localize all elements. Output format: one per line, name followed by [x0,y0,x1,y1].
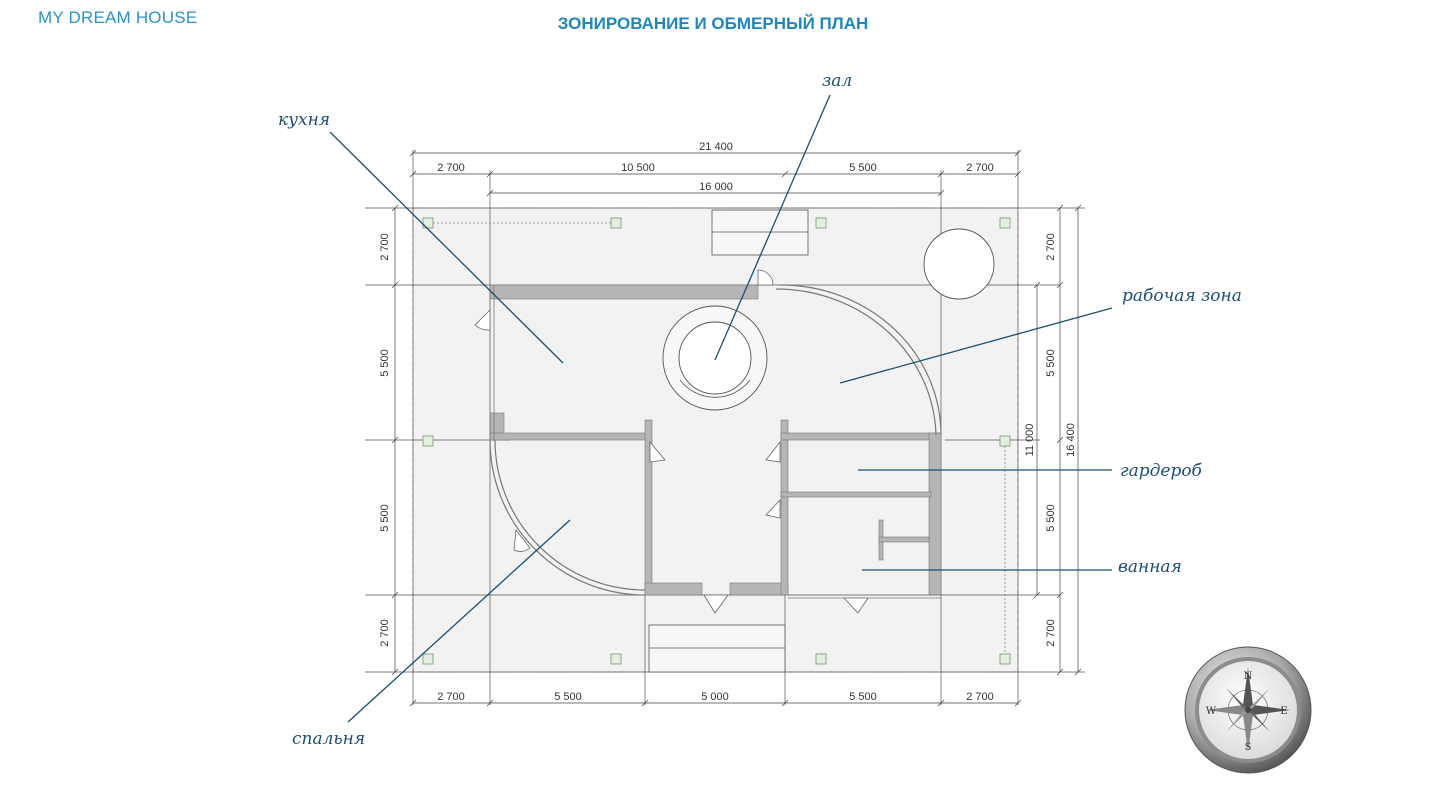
round-sofa-table [662,305,768,411]
dashed-guides [433,222,1006,654]
dim-top-total: 21 400 [699,141,733,153]
walls [489,284,942,596]
right-dimension-lines [1033,204,1082,676]
zone-label-workspace: рабочая зона [1122,286,1242,306]
dim-left-4: 2 700 [379,619,391,647]
compass-north: N [1244,671,1253,682]
compass-icon: N S E W [1184,646,1312,774]
dim-left-3: 5 500 [379,504,391,532]
curved-facades [489,284,942,596]
top-dimension-lines [409,149,1022,197]
dim-bottom-3: 5 000 [701,691,729,703]
dim-bottom-5: 2 700 [966,691,994,703]
dim-bottom-4: 5 500 [849,691,877,703]
page-title: ЗОНИРОВАНИЕ И ОБМЕРНЫЙ ПЛАН [557,14,869,33]
zone-leader-lines [329,94,1113,723]
dim-right-2: 5 500 [1045,349,1057,377]
dim-top-inner: 16 000 [699,181,733,193]
dim-top-3: 5 500 [849,162,877,174]
dim-top-1: 2 700 [437,162,465,174]
compass-west: W [1206,706,1217,717]
dim-left-2: 5 500 [379,349,391,377]
zone-labels: кухня зал рабочая зона гардероб ванная с… [278,71,1242,749]
dim-top-2: 10 500 [621,162,655,174]
dim-right-1: 2 700 [1045,233,1057,261]
round-pool [923,228,995,300]
brand-logo-text: MY DREAM HOUSE [38,8,198,27]
zone-label-wardrobe: гардероб [1120,461,1203,481]
dim-right-4: 2 700 [1045,619,1057,647]
dim-top-4: 2 700 [966,162,994,174]
zone-label-bedroom: спальня [292,729,365,749]
dimension-texts: 21 400 2 700 10 500 5 500 2 700 16 000 2… [379,141,1077,703]
dim-bottom-2: 5 500 [554,691,582,703]
bottom-dimension-lines [409,699,1022,707]
dim-right-inner: 11 000 [1024,424,1036,457]
zone-label-kitchen: кухня [278,110,330,130]
zone-label-bathroom: ванная [1118,557,1182,577]
dim-right-total: 16 400 [1065,423,1077,457]
dim-right-3: 5 500 [1045,504,1057,532]
left-dimension-lines [391,204,399,676]
compass-east: E [1280,706,1287,717]
entrance-steps [648,209,809,673]
zone-label-hall: зал [822,71,852,91]
doors [474,269,869,614]
column-markers [422,217,1011,665]
dim-left-1: 2 700 [379,233,391,261]
dim-bottom-1: 2 700 [437,691,465,703]
compass-south: S [1245,742,1252,753]
